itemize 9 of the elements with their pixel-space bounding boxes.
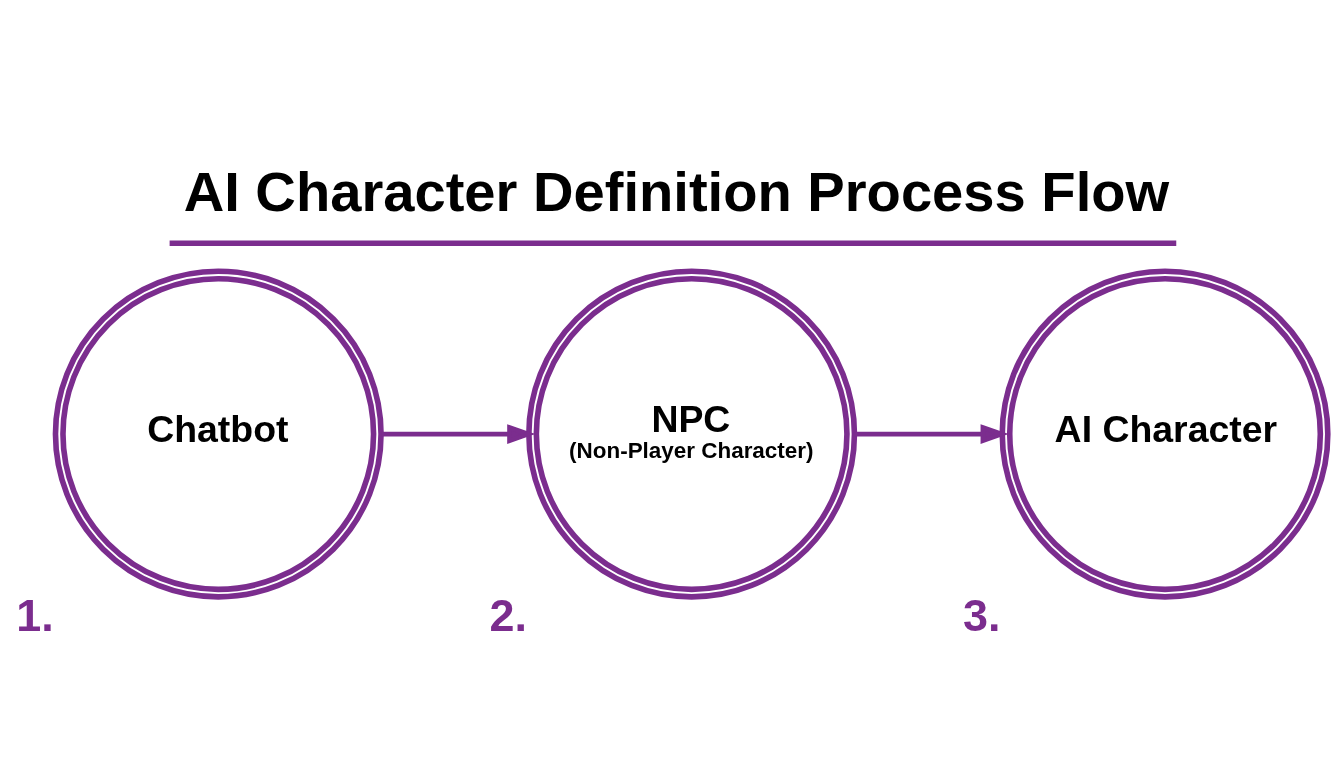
node-label: 1.	[16, 589, 54, 641]
node-label: 2.	[489, 589, 528, 641]
node-circle: Chatbot	[52, 268, 384, 600]
node-circle: AI Character	[999, 268, 1331, 600]
node-circle: NPC (Non-Player Character)	[526, 268, 858, 600]
diagram-title: AI Character Definition Process Flow	[183, 158, 1170, 222]
arrow	[381, 423, 536, 444]
arrow	[854, 423, 1009, 444]
node-label: 3.	[962, 589, 1001, 641]
